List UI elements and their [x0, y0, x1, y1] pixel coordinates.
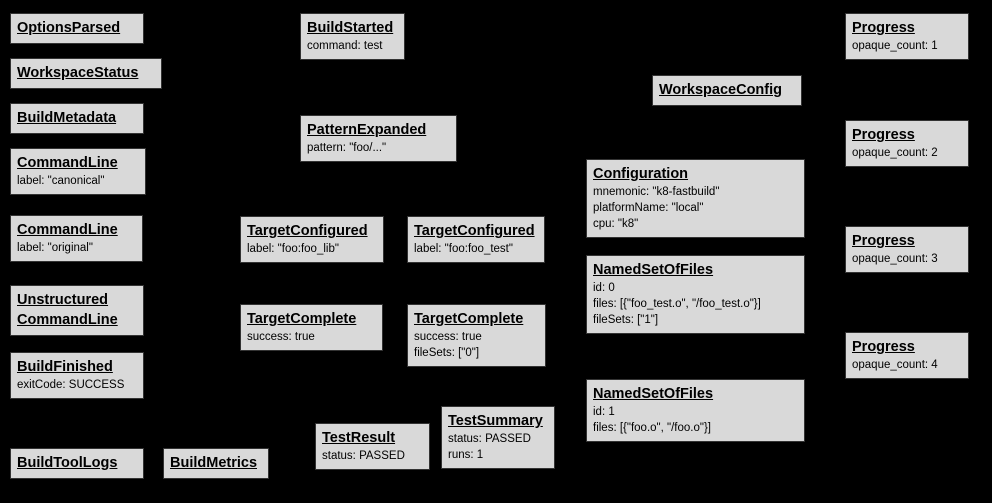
node-attribute: success: true	[247, 331, 315, 343]
node-title: WorkspaceConfig	[659, 82, 783, 98]
node-title: TestSummary	[448, 413, 543, 429]
node-attribute: label: "canonical"	[17, 175, 105, 187]
event-command-line-original: CommandLine label: "original"	[10, 215, 143, 262]
node-attribute: pattern: "foo/..."	[307, 142, 387, 154]
node-title: Configuration	[593, 166, 689, 182]
node-attribute: id: 0	[593, 282, 615, 294]
event-configuration: Configuration mnemonic: "k8-fastbuild" pla…	[586, 159, 805, 238]
node-title: Progress	[852, 339, 915, 355]
node-title: Progress	[852, 127, 915, 143]
node-attribute: files: [{"foo_test.o", "/foo_test.o"}]	[593, 298, 761, 310]
node-attribute: command: test	[307, 40, 383, 52]
event-progress-2: Progress opaque_count: 2	[845, 120, 969, 167]
node-title: BuildToolLogs	[17, 455, 118, 471]
event-build-metrics: BuildMetrics	[163, 448, 269, 479]
node-attribute: runs: 1	[448, 449, 484, 461]
event-test-result: TestResult status: PASSED	[315, 423, 430, 470]
node-title: TargetConfigured	[247, 223, 368, 239]
node-title: NamedSetOfFiles	[593, 386, 714, 402]
event-command-line-canonical: CommandLine label: "canonical"	[10, 148, 146, 195]
node-attribute: opaque_count: 4	[852, 359, 938, 371]
node-title: BuildMetrics	[170, 455, 258, 471]
event-workspace-config: WorkspaceConfig	[652, 75, 802, 106]
node-attribute: files: [{"foo.o", "/foo.o"}]	[593, 422, 711, 434]
node-attribute: cpu: "k8"	[593, 218, 639, 230]
node-title: BuildMetadata	[17, 110, 117, 126]
node-title: BuildFinished	[17, 359, 113, 375]
event-target-complete-foo-lib: TargetComplete success: true	[240, 304, 383, 351]
node-title: TargetComplete	[247, 311, 357, 327]
node-title: OptionsParsed	[17, 20, 121, 36]
node-attribute: opaque_count: 3	[852, 253, 938, 265]
event-build-started: BuildStarted command: test	[300, 13, 405, 60]
node-attribute: label: "foo:foo_lib"	[247, 243, 339, 255]
node-title: WorkspaceStatus	[17, 65, 139, 81]
node-title: TargetConfigured	[414, 223, 535, 239]
event-named-set-of-files-1: NamedSetOfFiles id: 1 files: [{"foo.o", "/…	[586, 379, 805, 442]
node-attribute: opaque_count: 2	[852, 147, 938, 159]
node-title: TestResult	[322, 430, 396, 446]
event-target-configured-foo-lib: TargetConfigured label: "foo:foo_lib"	[240, 216, 384, 263]
event-build-metadata: BuildMetadata	[10, 103, 144, 134]
node-title: Progress	[852, 233, 915, 249]
node-title: PatternExpanded	[307, 122, 427, 138]
node-title: TargetComplete	[414, 311, 524, 327]
event-target-complete-foo-test: TargetComplete success: true fileSets: ["0…	[407, 304, 546, 367]
event-target-configured-foo-test: TargetConfigured label: "foo:foo_test"	[407, 216, 545, 263]
event-build-tool-logs: BuildToolLogs	[10, 448, 144, 479]
node-attribute: status: PASSED	[322, 450, 405, 462]
event-progress-3: Progress opaque_count: 3	[845, 226, 969, 273]
node-title: BuildStarted	[307, 20, 394, 36]
node-attribute: exitCode: SUCCESS	[17, 379, 125, 391]
node-title: Progress	[852, 20, 915, 36]
node-attribute: mnemonic: "k8-fastbuild"	[593, 186, 720, 198]
node-attribute: id: 1	[593, 406, 615, 418]
node-attribute: label: "original"	[17, 242, 93, 254]
event-progress-4: Progress opaque_count: 4	[845, 332, 969, 379]
event-pattern-expanded: PatternExpanded pattern: "foo/..."	[300, 115, 457, 162]
event-workspace-status: WorkspaceStatus	[10, 58, 162, 89]
node-attribute: fileSets: ["0"]	[414, 347, 480, 359]
event-options-parsed: OptionsParsed	[10, 13, 144, 44]
event-build-finished: BuildFinished exitCode: SUCCESS	[10, 352, 144, 399]
node-title: CommandLine	[17, 155, 118, 171]
node-attribute: success: true	[414, 331, 482, 343]
node-attribute: status: PASSED	[448, 433, 531, 445]
node-title: CommandLine	[17, 222, 118, 238]
node-title: Unstructured CommandLine	[17, 292, 118, 328]
event-progress-1: Progress opaque_count: 1	[845, 13, 969, 60]
event-named-set-of-files-0: NamedSetOfFiles id: 0 files: [{"foo_test.o…	[586, 255, 805, 334]
node-attribute: label: "foo:foo_test"	[414, 243, 513, 255]
event-test-summary: TestSummary status: PASSED runs: 1	[441, 406, 555, 469]
node-attribute: platformName: "local"	[593, 202, 704, 214]
event-unstructured-command-line: Unstructured CommandLine	[10, 285, 144, 336]
node-attribute: fileSets: ["1"]	[593, 314, 659, 326]
node-title: NamedSetOfFiles	[593, 262, 714, 278]
node-attribute: opaque_count: 1	[852, 40, 938, 52]
